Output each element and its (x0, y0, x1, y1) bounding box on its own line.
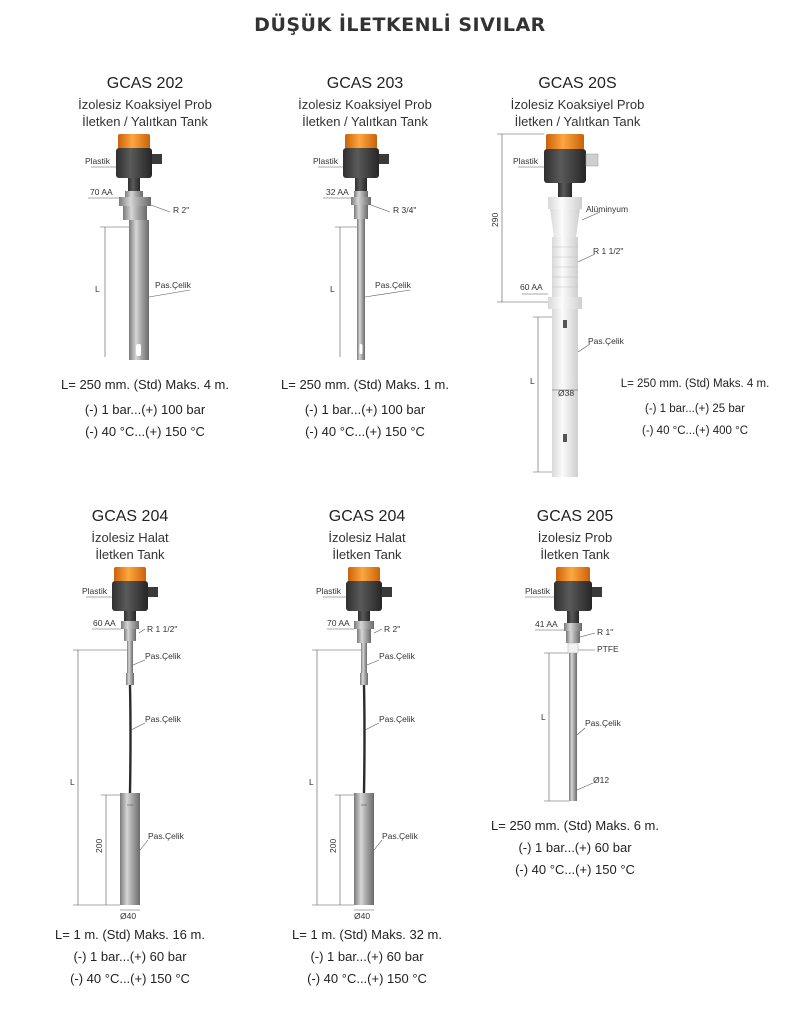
spec-pressure: (-) 1 bar...(+) 25 bar (644, 403, 746, 415)
model-name: GCAS 205 (536, 508, 614, 525)
wrench-size-label: 32 AA (326, 187, 349, 197)
wrench-size-label: 60 AA (520, 282, 543, 292)
probe-drawing: Plastik 290 Alüminyum R 1 1/2" 60 AA Pas… (490, 133, 628, 477)
housing-label: Plastik (82, 586, 108, 596)
probe-drawing: Plastik 32 AA R 3/4" Pas.Çelik L (313, 134, 416, 360)
spec-length: L= 1 m. (Std) Maks. 32 m. (292, 927, 442, 942)
housing-label: Plastik (316, 586, 342, 596)
probe-drawing: Plastik 70 AA R 2" Pas.Çelik Pas.Çelik L… (309, 567, 419, 921)
product-gcas-204-a: GCAS 204 İzolesiz Halat İletken Tank Pla… (0, 505, 260, 1005)
product-gcas-20s: GCAS 20S İzolesiz Koaksiyel Prob İletken… (470, 72, 780, 482)
thread-label: R 2" (384, 624, 400, 634)
material-top-label: Pas.Çelik (145, 651, 182, 661)
length-label: L (309, 777, 314, 787)
description-line-2: İletken / Yalıtkan Tank (514, 114, 641, 129)
spec-temperature: (-) 40 °C...(+) 150 °C (70, 971, 190, 986)
description-line-1: İzolesiz Halat (91, 530, 169, 545)
spec-temperature: (-) 40 °C...(+) 150 °C (85, 424, 205, 439)
housing-label: Plastik (85, 156, 111, 166)
weight-height-label: 200 (94, 839, 104, 853)
ptfe-label: PTFE (597, 644, 619, 654)
material-rope-label: Pas.Çelik (145, 714, 182, 724)
description-line-2: İletken / Yalıtkan Tank (82, 114, 208, 129)
material-weight-label: Pas.Çelik (148, 831, 185, 841)
description-line-1: İzolesiz Koaksiyel Prob (510, 97, 645, 112)
page-title: DÜŞÜK İLETKENLİ SIVILAR (254, 14, 546, 36)
spec-temperature: (-) 40 °C...(+) 400 °C (641, 425, 748, 437)
probe-drawing: Plastik 60 AA R 1 1/2" Pas.Çelik Pas.Çel… (70, 567, 185, 921)
model-name: GCAS 203 (326, 75, 404, 92)
description-line-1: İzolesiz Halat (328, 530, 406, 545)
spec-temperature: (-) 40 °C...(+) 150 °C (515, 862, 635, 877)
description-line-2: İletken / Yalıtkan Tank (302, 114, 428, 129)
wrench-size-label: 70 AA (90, 187, 113, 197)
housing-label: Plastik (525, 586, 551, 596)
wrench-size-label: 41 AA (535, 619, 558, 629)
description-line-1: İzolesiz Prob (537, 530, 613, 545)
material-label: Pas.Çelik (155, 280, 192, 290)
length-label: L (70, 777, 75, 787)
aluminium-label: Alüminyum (586, 204, 628, 214)
spec-pressure: (-) 1 bar...(+) 60 bar (518, 840, 632, 855)
material-rope-label: Pas.Çelik (379, 714, 416, 724)
spec-pressure: (-) 1 bar...(+) 60 bar (310, 949, 424, 964)
spec-temperature: (-) 40 °C...(+) 150 °C (305, 424, 425, 439)
spec-length: L= 250 mm. (Std) Maks. 1 m. (281, 377, 449, 392)
probe-drawing: Plastik 70 AA R 2" Pas.Çelik L (85, 134, 192, 360)
material-label: Pas.Çelik (585, 718, 622, 728)
model-name: GCAS 202 (106, 75, 184, 92)
thread-label: R 2" (173, 205, 189, 215)
thread-label: R 1 1/2" (147, 624, 177, 634)
diameter-label: Ø40 (354, 911, 370, 921)
weight-height-label: 200 (328, 839, 338, 853)
spec-pressure: (-) 1 bar...(+) 100 bar (304, 402, 426, 417)
wrench-size-label: 70 AA (327, 618, 350, 628)
thread-label: R 3/4" (393, 205, 416, 215)
spec-pressure: (-) 1 bar...(+) 100 bar (84, 402, 206, 417)
product-gcas-202: GCAS 202 İzolesiz Koaksiyel Prob İletken… (15, 72, 275, 452)
length-label: L (541, 712, 546, 722)
spec-length: L= 250 mm. (Std) Maks. 6 m. (491, 818, 659, 833)
material-weight-label: Pas.Çelik (382, 831, 419, 841)
length-label: L (330, 284, 335, 294)
thread-label: R 1" (597, 627, 613, 637)
length-label: L (530, 376, 535, 386)
model-name: GCAS 204 (328, 508, 406, 525)
housing-label: Plastik (513, 156, 539, 166)
model-name: GCAS 204 (91, 508, 169, 525)
description-line-1: İzolesiz Koaksiyel Prob (78, 97, 212, 112)
wrench-size-label: 60 AA (93, 618, 116, 628)
product-gcas-203: GCAS 203 İzolesiz Koaksiyel Prob İletken… (235, 72, 495, 452)
height-label: 290 (490, 213, 500, 227)
diameter-label: Ø12 (593, 775, 609, 785)
diameter-label: Ø38 (558, 388, 574, 398)
thread-label: R 1 1/2" (593, 246, 623, 256)
diameter-label: Ø40 (120, 911, 136, 921)
material-label: Pas.Çelik (375, 280, 412, 290)
spec-temperature: (-) 40 °C...(+) 150 °C (307, 971, 427, 986)
model-name: GCAS 20S (538, 75, 617, 92)
spec-length: L= 250 mm. (Std) Maks. 4 m. (61, 377, 229, 392)
description-line-1: İzolesiz Koaksiyel Prob (298, 97, 432, 112)
description-line-2: İletken Tank (540, 547, 610, 562)
spec-length: L= 1 m. (Std) Maks. 16 m. (55, 927, 205, 942)
description-line-2: İletken Tank (95, 547, 165, 562)
probe-drawing: Plastik 41 AA R 1" PTFE L Pas.Çelik Ø12 (525, 567, 622, 802)
description-line-2: İletken Tank (332, 547, 402, 562)
spec-length: L= 250 mm. (Std) Maks. 4 m. (620, 378, 770, 390)
product-gcas-204-b: GCAS 204 İzolesiz Halat İletken Tank Pla… (237, 505, 497, 1005)
material-top-label: Pas.Çelik (379, 651, 416, 661)
product-gcas-205: GCAS 205 İzolesiz Prob İletken Tank Plas… (445, 505, 705, 905)
spec-pressure: (-) 1 bar...(+) 60 bar (73, 949, 187, 964)
material-label: Pas.Çelik (588, 336, 625, 346)
housing-label: Plastik (313, 156, 339, 166)
length-label: L (95, 284, 100, 294)
